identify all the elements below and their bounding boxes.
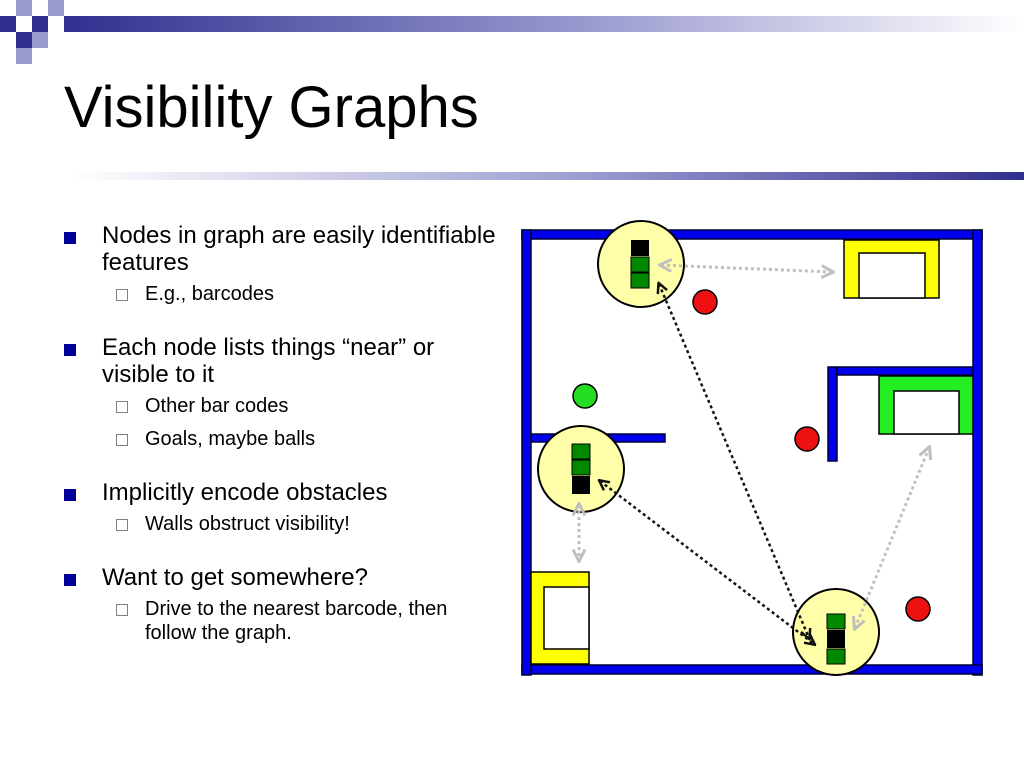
bullet-item: Nodes in graph are easily identifiable f…	[62, 222, 502, 306]
sub-bullet-item: Drive to the nearest barcode, then follo…	[116, 597, 502, 645]
bullet-item: Want to get somewhere? Drive to the near…	[62, 564, 502, 645]
title-divider	[72, 172, 1024, 180]
square-bullet-icon	[64, 344, 76, 356]
visibility-arrow	[600, 481, 814, 644]
red-ball	[692, 289, 718, 315]
red-ball	[905, 596, 931, 622]
hollow-square-bullet-icon	[116, 289, 128, 301]
sub-bullet-item: Goals, maybe balls	[116, 427, 502, 451]
barcode-node-left	[537, 425, 625, 513]
visibility-arrow	[661, 265, 832, 272]
sub-bullet-item: Other bar codes	[116, 394, 502, 418]
bullet-item: Implicitly encode obstacles Walls obstru…	[62, 479, 502, 536]
bullet-text: Each node lists things “near” or visible…	[102, 334, 435, 388]
bullet-list: Nodes in graph are easily identifiable f…	[62, 222, 502, 673]
red-ball	[794, 426, 820, 452]
wall-right-partition-horizontal	[836, 366, 974, 376]
barcode-node-top	[597, 220, 685, 308]
header-squares	[0, 0, 64, 64]
bullet-text: Nodes in graph are easily identifiable f…	[102, 222, 496, 276]
slide-title: Visibility Graphs	[64, 75, 479, 140]
visibility-arrow	[855, 448, 929, 628]
hollow-square-bullet-icon	[116, 434, 128, 446]
goal-yellow-top	[843, 239, 940, 299]
sub-bullet-text: Goals, maybe balls	[145, 428, 316, 450]
sub-bullet-item: Walls obstruct visibility!	[116, 512, 502, 536]
barcode-node-bottom	[792, 588, 880, 676]
green-ball	[572, 383, 598, 409]
hollow-square-bullet-icon	[116, 604, 128, 616]
sub-bullet-text: E.g., barcodes	[145, 283, 274, 305]
square-bullet-icon	[64, 232, 76, 244]
bullet-text: Want to get somewhere?	[102, 564, 368, 591]
square-bullet-icon	[64, 489, 76, 501]
square-bullet-icon	[64, 574, 76, 586]
wall-right	[972, 229, 983, 676]
sub-bullet-item: E.g., barcodes	[116, 282, 502, 306]
sub-bullet-text: Walls obstruct visibility!	[145, 513, 350, 535]
sub-bullet-text: Drive to the nearest barcode, then follo…	[145, 598, 448, 644]
wall-right-partition-vertical	[827, 366, 838, 462]
balls	[572, 289, 931, 622]
hollow-square-bullet-icon	[116, 519, 128, 531]
header-gradient-bar	[60, 16, 1024, 32]
bullet-text: Implicitly encode obstacles	[102, 479, 388, 506]
header-decoration	[0, 0, 1024, 64]
wall-top	[521, 229, 983, 240]
visibility-edges	[579, 265, 929, 644]
wall-left	[521, 229, 532, 676]
wall-bottom	[521, 664, 983, 675]
visibility-arrow	[659, 284, 809, 638]
hollow-square-bullet-icon	[116, 401, 128, 413]
goal-green-right	[878, 375, 974, 435]
sub-bullet-text: Other bar codes	[145, 395, 289, 417]
bullet-item: Each node lists things “near” or visible…	[62, 334, 502, 451]
goal-yellow-left	[530, 571, 590, 665]
